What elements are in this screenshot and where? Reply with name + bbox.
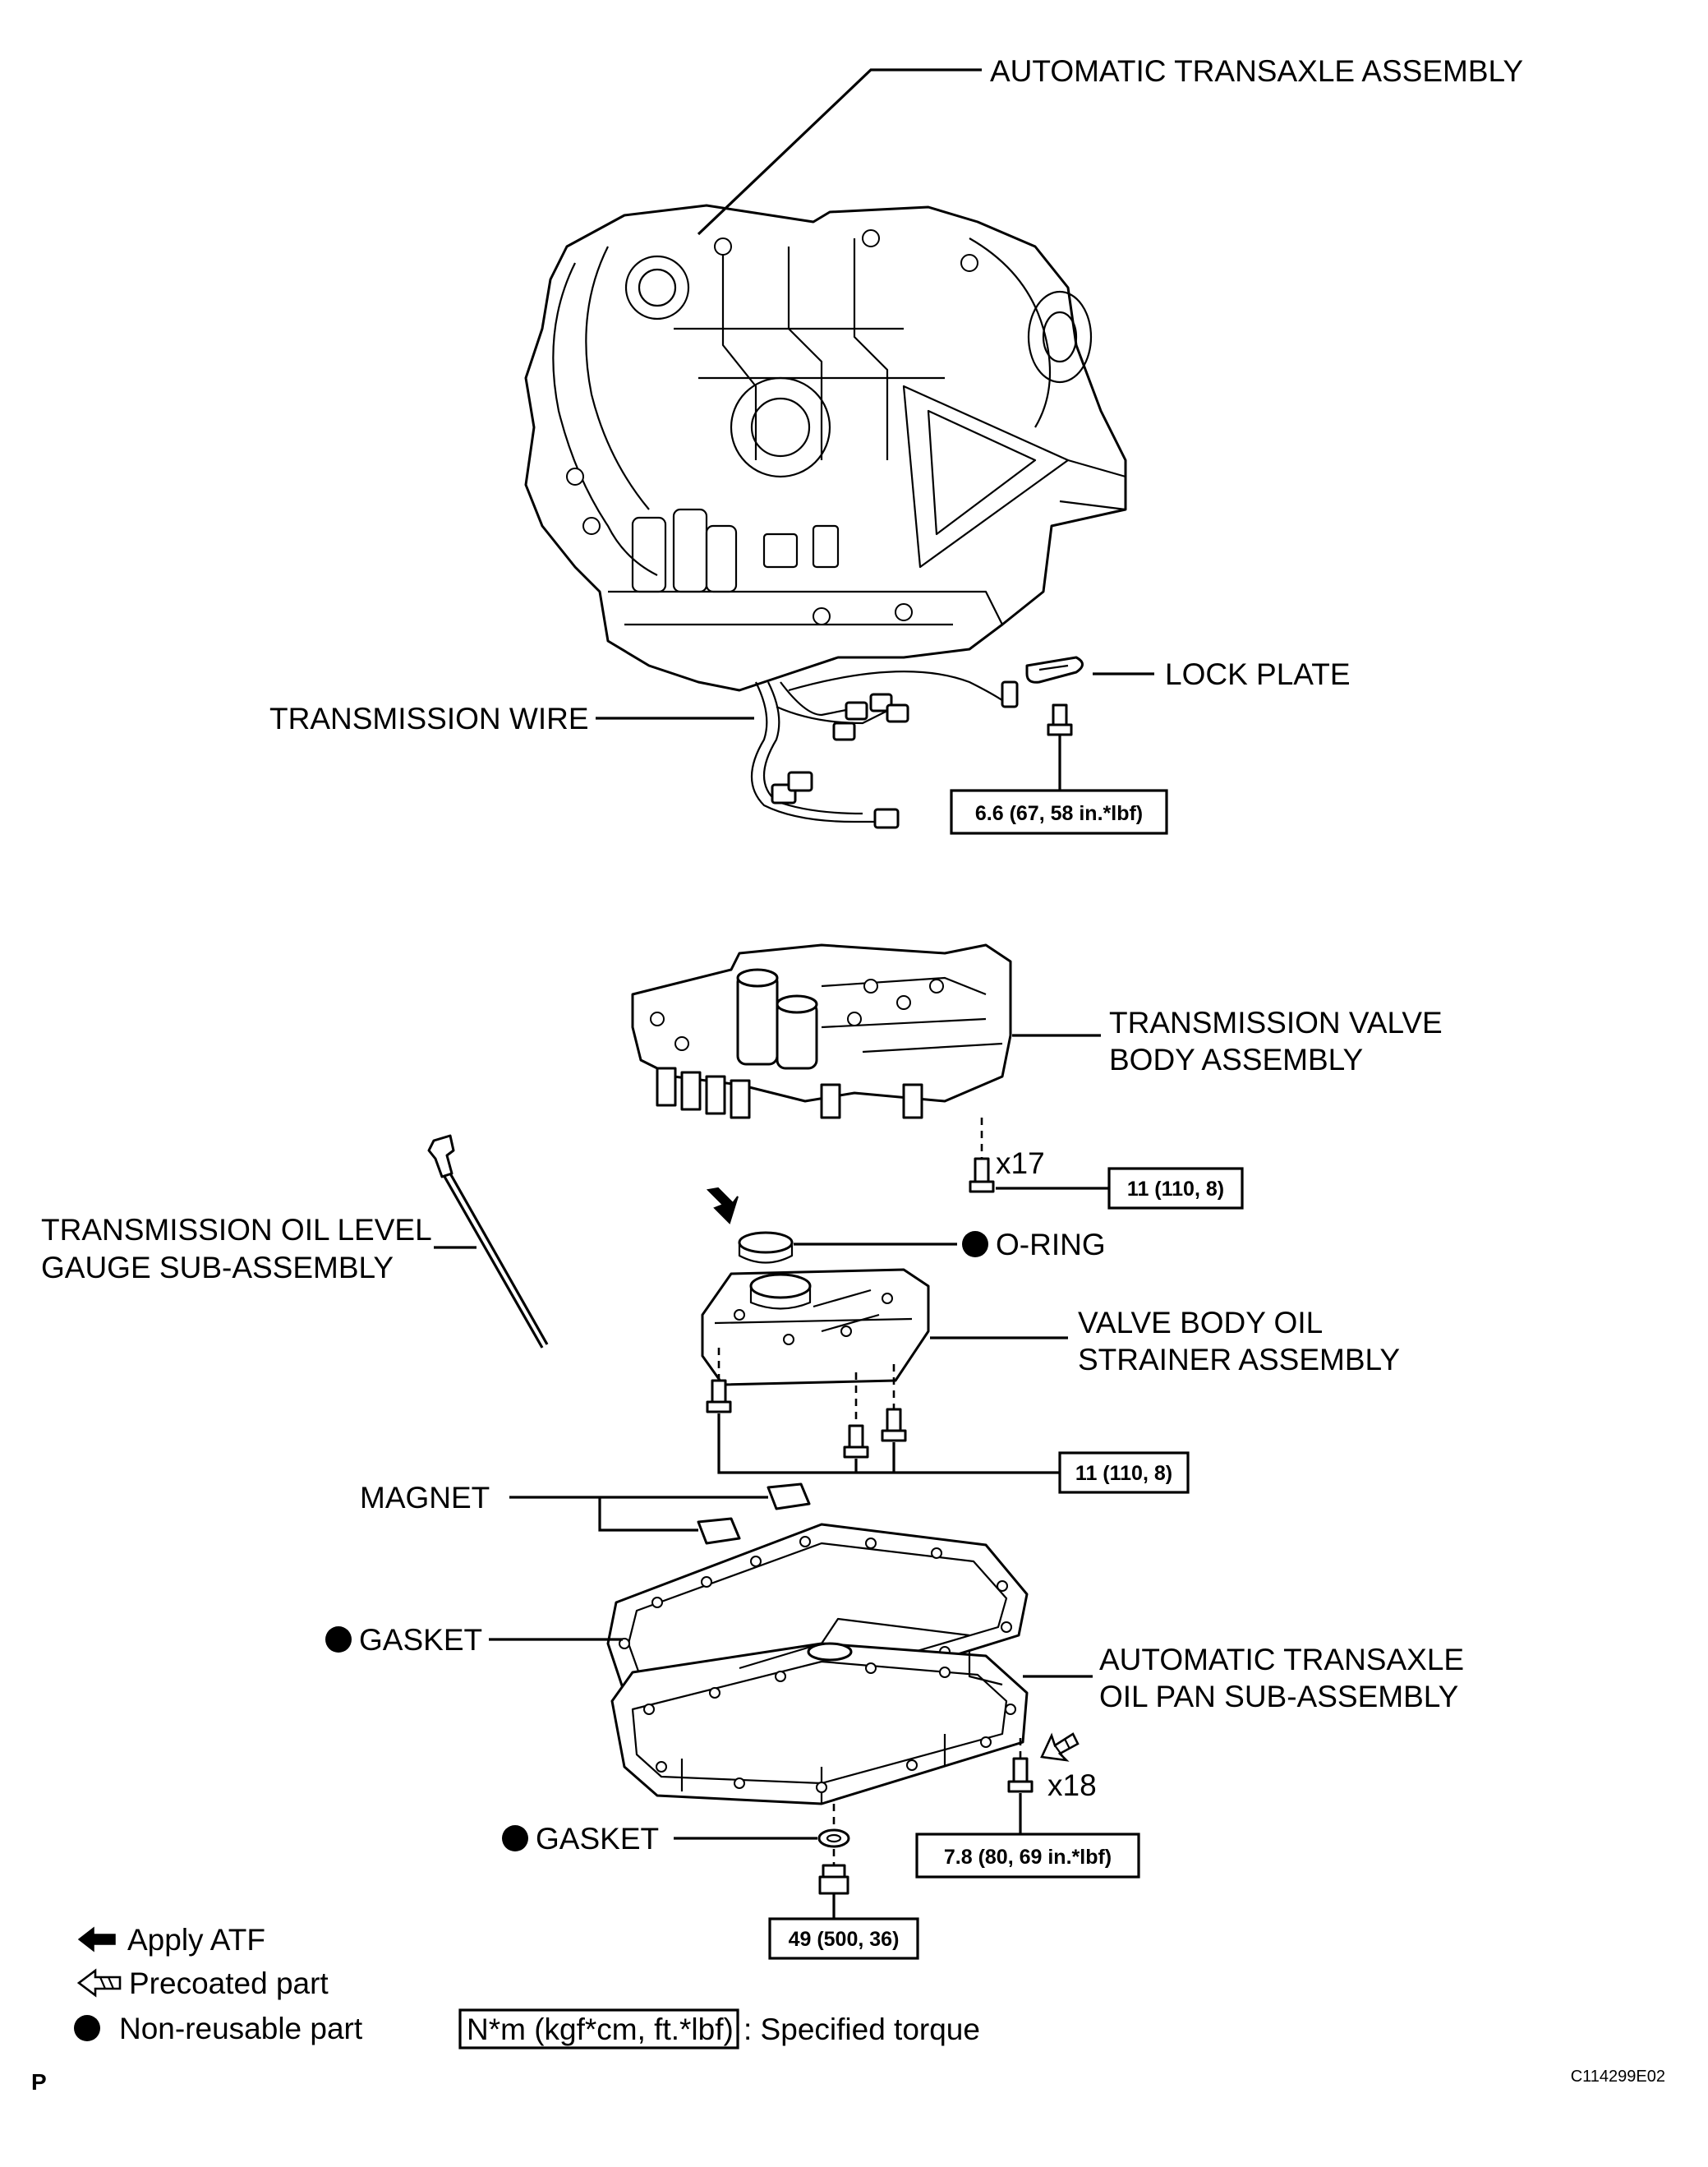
transmission-valve-body-drawing bbox=[631, 943, 1012, 1119]
legend-precoated-part: Precoated part bbox=[129, 1966, 329, 2000]
torque-box-valve-body-bolt bbox=[1107, 1167, 1244, 1210]
non-reusable-mark-gasket-upper bbox=[325, 1626, 352, 1653]
torque-oil-pan-bolt: 7.8 (80, 69 in.*lbf) bbox=[944, 1846, 1112, 1869]
label-magnet: MAGNET bbox=[360, 1481, 490, 1515]
leader-strainer-bolts bbox=[717, 1413, 1060, 1474]
oil-pan-bolt-quantity: x18 bbox=[1047, 1768, 1097, 1802]
torque-box-lock-plate-bolt bbox=[950, 789, 1168, 835]
label-oil-strainer-line1: VALVE BODY OIL bbox=[1078, 1306, 1323, 1339]
non-reusable-mark-o-ring bbox=[962, 1231, 988, 1257]
apply-atf-arrow-icon bbox=[77, 1926, 116, 1953]
legend: Apply ATF Precoated part Non-reusable pa… bbox=[74, 1923, 980, 2049]
automatic-transaxle-assembly-drawing bbox=[524, 204, 1127, 692]
label-oil-strainer-line2: STRAINER ASSEMBLY bbox=[1078, 1343, 1400, 1376]
torque-box-strainer-bolt bbox=[1058, 1451, 1190, 1494]
oil-strainer-drawing bbox=[701, 1268, 930, 1386]
page-marker: P bbox=[31, 2069, 47, 2095]
o-ring-drawing bbox=[706, 1187, 794, 1264]
drain-gasket-drawing bbox=[817, 1828, 850, 1848]
label-o-ring: O-RING bbox=[996, 1228, 1106, 1261]
lock-plate-drawing bbox=[1025, 656, 1084, 736]
transmission-wire-drawing bbox=[750, 671, 1019, 829]
label-oil-level-gauge-line2: GAUGE SUB-ASSEMBLY bbox=[41, 1251, 394, 1284]
label-gasket-upper: GASKET bbox=[359, 1623, 482, 1657]
legend-specified-torque: : Specified torque bbox=[744, 2013, 980, 2046]
torque-lock-plate-bolt: 6.6 (67, 58 in.*lbf) bbox=[975, 802, 1143, 825]
label-oil-pan-line1: AUTOMATIC TRANSAXLE bbox=[1099, 1643, 1464, 1676]
torque-drain-plug: 49 (500, 36) bbox=[789, 1928, 900, 1951]
torque-box-oil-pan-bolt bbox=[915, 1833, 1140, 1879]
torque-box-drain-plug bbox=[768, 1917, 919, 1960]
leader-magnet-2 bbox=[598, 1497, 698, 1532]
legend-non-reusable-part: Non-reusable part bbox=[119, 2012, 363, 2045]
non-reusable-dot-icon bbox=[74, 2015, 100, 2041]
oil-pan-bolt-drawing bbox=[1007, 1732, 1080, 1793]
label-transmission-valve-body-line2: BODY ASSEMBLY bbox=[1109, 1043, 1363, 1077]
drain-plug-drawing bbox=[818, 1864, 849, 1895]
label-lock-plate: LOCK PLATE bbox=[1165, 657, 1351, 691]
label-transmission-valve-body-line1: TRANSMISSION VALVE bbox=[1109, 1006, 1443, 1040]
leader-automatic-transaxle-assembly bbox=[697, 68, 982, 236]
torque-valve-body-bolt: 11 (110, 8) bbox=[1127, 1178, 1224, 1201]
strainer-bolts-drawing bbox=[706, 1348, 907, 1459]
valve-body-bolt-quantity: x17 bbox=[996, 1146, 1045, 1180]
torque-strainer-bolt: 11 (110, 8) bbox=[1075, 1462, 1172, 1485]
label-transmission-wire: TRANSMISSION WIRE bbox=[269, 702, 589, 735]
non-reusable-mark-gasket-lower bbox=[502, 1825, 528, 1851]
label-automatic-transaxle-assembly: AUTOMATIC TRANSAXLE ASSEMBLY bbox=[990, 54, 1523, 88]
label-gasket-lower: GASKET bbox=[536, 1822, 659, 1856]
legend-torque-unit: N*m (kgf*cm, ft.*lbf) bbox=[467, 2013, 734, 2046]
magnet-drawing bbox=[697, 1482, 811, 1545]
label-oil-level-gauge-line1: TRANSMISSION OIL LEVEL bbox=[41, 1213, 432, 1247]
oil-pan-drawing bbox=[610, 1617, 1029, 1805]
precoated-arrow-icon bbox=[76, 1968, 122, 1998]
valve-body-bolt-drawing bbox=[969, 1157, 995, 1193]
legend-apply-atf: Apply ATF bbox=[127, 1923, 265, 1957]
figure-code: C114299E02 bbox=[1571, 2068, 1665, 2086]
legend-torque-box bbox=[458, 2008, 739, 2049]
label-oil-pan-line2: OIL PAN SUB-ASSEMBLY bbox=[1099, 1680, 1458, 1713]
oil-level-gauge-drawing bbox=[427, 1134, 549, 1349]
